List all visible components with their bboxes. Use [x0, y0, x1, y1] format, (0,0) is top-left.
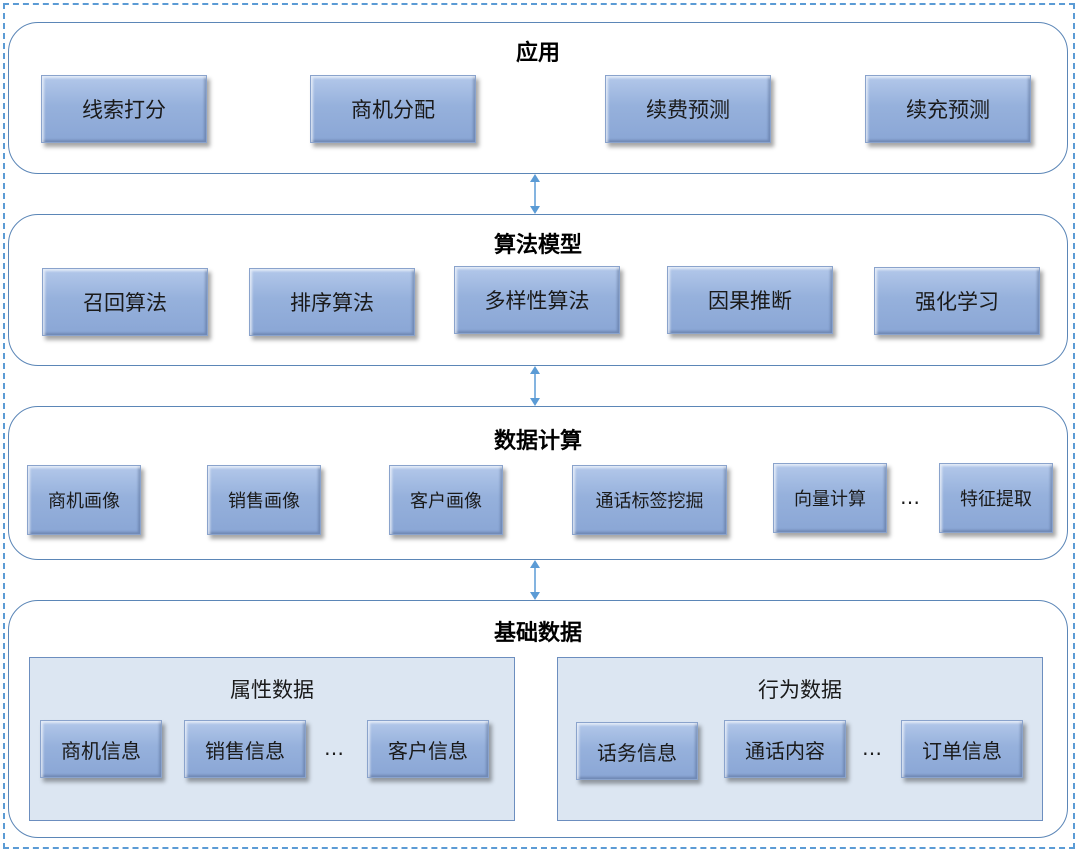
outer-dashed-frame	[3, 3, 1075, 849]
layer-title-algorithm-model: 算法模型	[493, 233, 582, 258]
panel-title-attribute-data: 属性数据	[230, 678, 314, 702]
layer-base-data: 基础数据 属性数据 商机信息 销售信息 … 客户信息 行为数据 话务信息 通话内…	[8, 600, 1068, 838]
behav-call-content-box: 通话内容	[724, 720, 846, 778]
algo-ranking-box: 排序算法	[249, 268, 415, 336]
panel-title-behavior-data: 行为数据	[758, 678, 842, 702]
layer-title-data-computation: 数据计算	[493, 429, 582, 454]
layer-title-base-data: 基础数据	[493, 621, 582, 646]
attr-customer-info-box: 客户信息	[367, 720, 489, 778]
comp-call-tag-mining-box: 通话标签挖掘	[572, 465, 727, 535]
layer-title-application: 应用	[515, 41, 560, 66]
algo-diversity-box: 多样性算法	[454, 266, 620, 334]
attr-sales-info-box: 销售信息	[184, 720, 306, 778]
algo-recall-box: 召回算法	[42, 268, 208, 336]
comp-opportunity-profile-box: 商机画像	[27, 465, 141, 535]
bidirectional-arrow-3	[530, 560, 540, 600]
algo-causal-inference-box: 因果推断	[667, 266, 833, 334]
app-renewal-prediction-box: 续费预测	[605, 75, 771, 143]
app-recharge-prediction-box: 续充预测	[865, 75, 1031, 143]
comp-feature-extraction-box: 特征提取	[939, 463, 1053, 533]
layer-algorithm-model: 算法模型 召回算法 排序算法 多样性算法 因果推断 强化学习	[8, 214, 1068, 366]
comp-ellipsis: …	[900, 485, 920, 509]
app-opportunity-allocation-box: 商机分配	[310, 75, 476, 143]
comp-vector-computation-box: 向量计算	[773, 463, 887, 533]
attr-ellipsis: …	[324, 736, 344, 760]
behav-order-info-box: 订单信息	[901, 720, 1023, 778]
bidirectional-arrow-2	[530, 366, 540, 406]
app-lead-scoring-box: 线索打分	[41, 75, 207, 143]
behav-ellipsis: …	[862, 736, 882, 760]
layer-application: 应用 线索打分 商机分配 续费预测 续充预测	[8, 22, 1068, 174]
algo-reinforcement-learning-box: 强化学习	[874, 267, 1040, 335]
comp-sales-profile-box: 销售画像	[207, 465, 321, 535]
bidirectional-arrow-1	[530, 174, 540, 214]
panel-behavior-data: 行为数据 话务信息 通话内容 … 订单信息	[557, 657, 1043, 821]
layer-data-computation: 数据计算 商机画像 销售画像 客户画像 通话标签挖掘 向量计算 … 特征提取	[8, 406, 1068, 560]
comp-customer-profile-box: 客户画像	[389, 465, 503, 535]
attr-opportunity-info-box: 商机信息	[40, 720, 162, 778]
behav-call-traffic-info-box: 话务信息	[576, 722, 698, 780]
panel-attribute-data: 属性数据 商机信息 销售信息 … 客户信息	[29, 657, 515, 821]
